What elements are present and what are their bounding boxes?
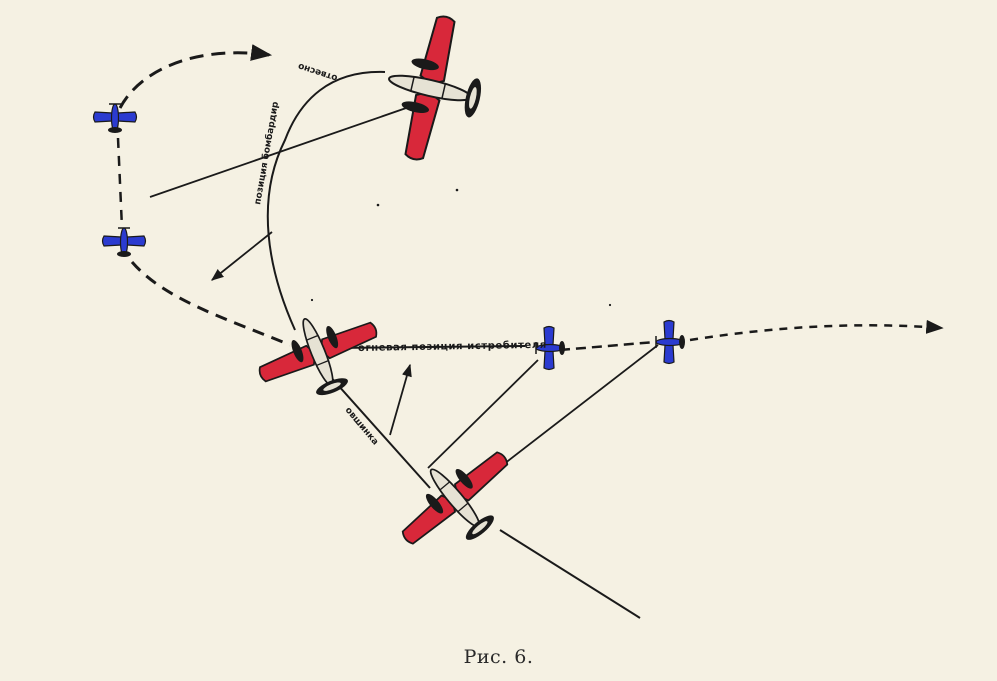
fighter-left-lower (101, 227, 147, 258)
firing-position-line (329, 345, 526, 349)
fighter-upper-loop (118, 44, 273, 109)
fighter-lower-sweep (130, 261, 291, 347)
fire-line-first-fighter (427, 359, 539, 469)
top-fighter-attack-line (149, 97, 436, 198)
label-firing-position: огневая позиция истребителя (358, 339, 547, 354)
bomber-evasion-path (266, 70, 386, 331)
bomber-middle (246, 294, 393, 417)
return-arrow (211, 231, 273, 281)
fighter-exit-dash (689, 319, 944, 342)
fighter-right-second (655, 319, 686, 365)
exit-path (499, 529, 641, 619)
bomber-bottom (381, 427, 534, 575)
bomber-top (371, 6, 498, 172)
fighter-vertical-link (116, 137, 124, 229)
fighter-top-left (92, 103, 138, 134)
label-top-side: отвесно (297, 60, 339, 82)
fighter-pursuit-dash (559, 340, 656, 352)
figure-caption: Рис. 6. (463, 646, 534, 668)
ink-specks (310, 188, 612, 307)
gunner-fire-arrow (389, 363, 412, 436)
trajectory-lines (116, 44, 944, 619)
